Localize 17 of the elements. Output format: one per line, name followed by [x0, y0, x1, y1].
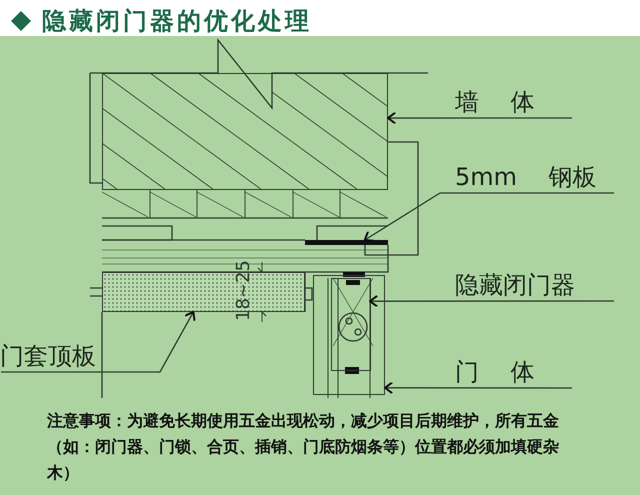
- leader-line: [384, 381, 572, 394]
- wall-section: [102, 73, 388, 190]
- door-leaf-section: [313, 275, 385, 395]
- dimension-text: 18~25: [235, 261, 253, 321]
- title: 隐藏闭门器的优化处理: [42, 6, 312, 37]
- leader-line: [1, 311, 196, 373]
- part-label: 门 体: [455, 352, 573, 390]
- part-label: 5mm 钢板: [455, 157, 615, 195]
- leader-line: [387, 112, 572, 124]
- note-text: 注意事项：为避免长期使用五金出现松动，减少项目后期维护，所有五金（如：闭门器、门锁、合页、插销、门底防烟条等）位置都必须加填硬杂木）: [47, 410, 560, 484]
- door-closer-housing: [331, 278, 371, 371]
- part-label: 隐藏闭门器: [455, 265, 615, 303]
- part-label: 墙 体: [455, 82, 573, 120]
- leader-line: [364, 192, 614, 242]
- steel-plate: [305, 240, 388, 245]
- leader-line: [369, 294, 614, 308]
- part-label: 门套顶板: [0, 337, 160, 374]
